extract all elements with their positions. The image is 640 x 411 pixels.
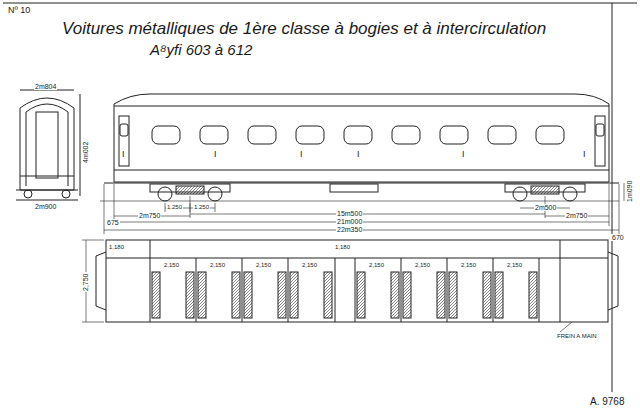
dimension-label: 2,150 [209,262,226,268]
drawing-label: I [462,150,465,159]
dimension-label: 1,180 [108,244,125,250]
dimension-label: 2,150 [368,262,385,268]
dimension-label: 2,150 [414,262,431,268]
dimension-label: 4m002 [82,141,89,164]
dimension-label: FREIN A MAIN [556,333,598,339]
dimension-label: 2m804 [34,83,57,90]
drawing-label: Nº 10 [8,6,30,15]
dimension-label: 22m350 [336,226,363,233]
drawing-label: I [214,150,217,159]
dimension-label: 15m500 [336,210,363,217]
dimension-label: 675 [106,219,120,226]
dimension-label: 2m750 [565,212,588,219]
drawing-label: I [583,150,586,159]
dimension-label: 2m900 [34,203,57,210]
drawing-label: I [357,150,360,159]
dimension-label: 1,180 [334,244,351,250]
dimension-label: 2m500 [534,204,557,211]
drawing-title: Voitures métalliques de 1ère classe à bo… [62,20,546,37]
dimension-label: 2,150 [506,262,523,268]
dimension-label: 21m000 [336,218,363,225]
dimension-label: 1.250 [193,204,210,210]
dimension-label: 2,150 [460,262,477,268]
drawing-label: A. 9768 [590,397,624,407]
dimension-label: 2,150 [163,262,180,268]
dimension-label: 1m090 [626,180,633,203]
dimension-label: 1.250 [166,204,183,210]
dimension-label: 2,150 [255,262,272,268]
dimension-label: 2m750 [138,212,161,219]
dimension-label: 2,150 [301,262,318,268]
dimension-label: 2,750 [82,272,89,292]
drawing-label: I [122,150,125,159]
dimension-label: 670 [611,234,625,241]
series-number: A⁸yfi 603 à 612 [150,42,252,57]
drawing-label: I [300,150,303,159]
